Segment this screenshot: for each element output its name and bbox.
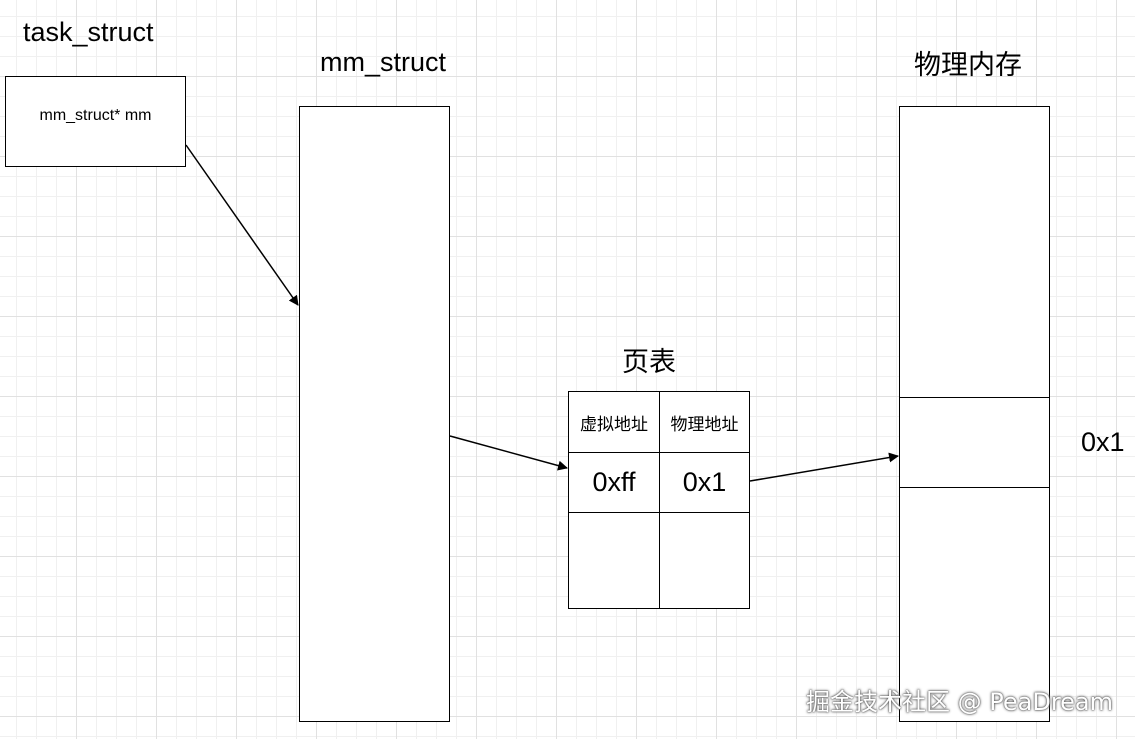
page-table-header-virtual: 虚拟地址 <box>568 391 660 453</box>
page-table-header-physical: 物理地址 <box>659 391 750 453</box>
watermark: 掘金技术社区 @ PeaDream <box>806 688 1114 716</box>
arrow-page-table-to-memory <box>749 452 899 482</box>
arrow-mm-to-page-table <box>449 435 568 471</box>
physical-memory-box[interactable] <box>899 106 1050 722</box>
page-table: 虚拟地址 物理地址 0xff 0x1 <box>568 391 750 609</box>
task-struct-box[interactable]: mm_struct* mm <box>5 76 186 167</box>
physical-memory-address-label: 0x1 <box>1081 427 1125 457</box>
page-table-row-1-virtual <box>568 512 660 609</box>
mm-struct-box[interactable] <box>299 106 450 722</box>
mm-struct-title: mm_struct <box>320 47 447 77</box>
physical-memory-page-frame <box>899 397 1050 488</box>
task-struct-mm-field: mm_struct* mm <box>39 106 152 124</box>
page-table-title: 页表 <box>622 347 676 378</box>
task-struct-title: task_struct <box>23 17 154 47</box>
page-table-row-0-virtual: 0xff <box>568 452 660 513</box>
physical-memory-title: 物理内存 <box>914 50 1022 81</box>
page-table-row-1-physical <box>659 512 750 609</box>
page-table-row-0-physical: 0x1 <box>659 452 750 513</box>
arrow-task-to-mm <box>185 144 299 306</box>
